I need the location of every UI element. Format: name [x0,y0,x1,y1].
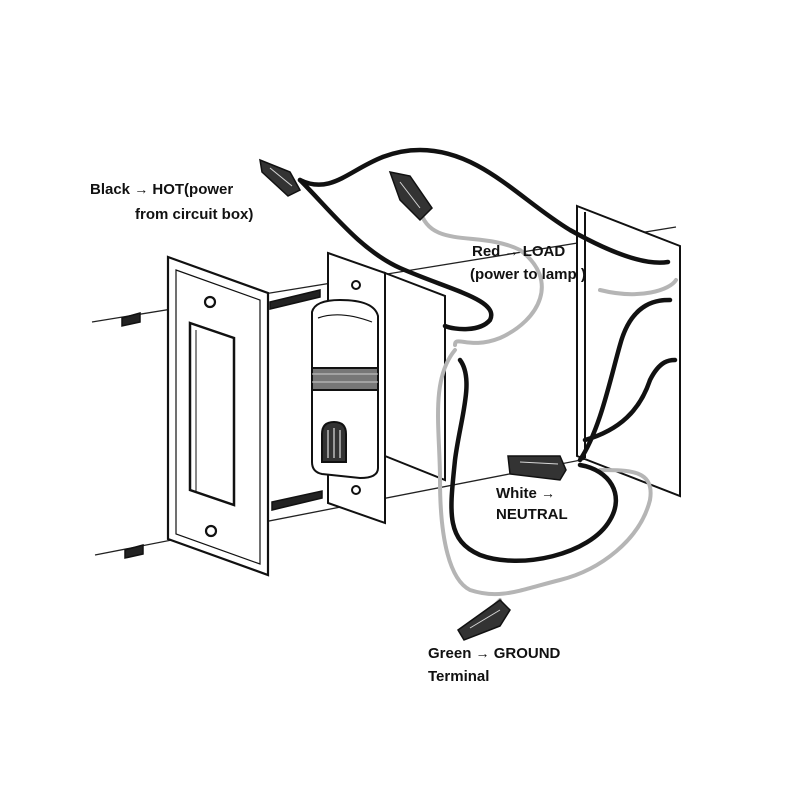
label-hot-line2: from circuit box) [135,206,254,223]
label-hot-term: HOT(power [152,181,234,198]
label-ground: Green → GROUND [428,644,560,663]
arrow-icon: → [541,485,555,501]
wall-box [576,204,681,498]
label-load-term: LOAD [522,243,566,260]
arrow-icon: → [134,181,149,197]
label-load-line2: (power to lamp ) [470,266,586,283]
plate-screw-hole-top [203,295,217,309]
wall-plate [166,255,270,577]
label-load-wire: Red [472,243,501,260]
label-neutral-line2: NEUTRAL [496,506,568,523]
arrow-icon: → [504,243,519,259]
plate-screw-hole-bottom [204,524,218,538]
label-ground-wire: Green [428,645,472,662]
black-wires [297,147,678,563]
screw-icon [121,289,323,559]
sensor-button-icon [321,420,347,463]
label-ground-term: GROUND [493,645,561,662]
label-hot-wire: Black [90,181,131,198]
arrow-icon: → [475,645,490,661]
label-ground-line2: Terminal [428,668,490,685]
label-load: Red → LOAD [472,242,565,261]
label-neutral: White → [496,484,555,503]
occupancy-sensor [311,298,379,480]
label-hot: Black → HOT(power [90,180,233,199]
label-neutral-wire: White [496,485,537,502]
